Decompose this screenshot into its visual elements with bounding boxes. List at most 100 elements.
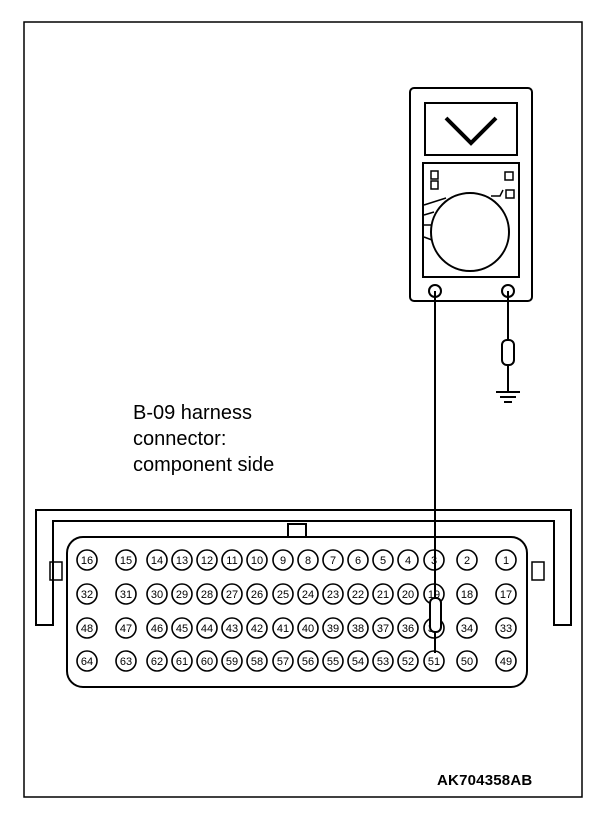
pin-57 [272,650,294,672]
pin-8 [297,549,319,571]
pin-number: 17 [500,589,512,601]
pin-number: 12 [201,555,213,567]
pin-number: 52 [402,656,414,668]
pin-39 [322,617,344,639]
pin-55 [322,650,344,672]
pin-14 [146,549,168,571]
pin-number: 63 [120,656,132,668]
pin-48 [76,617,98,639]
pin-number: 20 [402,589,414,601]
pin-63 [115,650,137,672]
pin-number: 22 [352,589,364,601]
pin-number: 13 [176,555,188,567]
connector-label-line: B-09 harness [133,402,252,424]
pin-2 [456,549,478,571]
pin-58 [246,650,268,672]
pin-number: 44 [201,623,213,635]
pin-number: 62 [151,656,163,668]
pin-43 [221,617,243,639]
pin-13 [171,549,193,571]
pin-number: 46 [151,623,163,635]
pin-46 [146,617,168,639]
pin-number: 11 [226,555,237,567]
pin-4 [397,549,419,571]
pin-number: 42 [251,623,263,635]
pin-49 [495,650,517,672]
pin-36 [397,617,419,639]
pin-number: 57 [277,656,289,668]
pin-number: 38 [352,623,364,635]
probe-tip-icon [429,597,442,633]
voltmeter-display-v-icon [444,116,498,146]
pin-number: 10 [251,555,263,567]
pin-number: 33 [500,623,512,635]
pin-number: 27 [226,589,238,601]
pin-number: 50 [461,656,473,668]
meter-dial-panel [422,162,520,278]
pin-41 [272,617,294,639]
pin-62 [146,650,168,672]
pin-11 [221,549,243,571]
pin-number: 23 [327,589,339,601]
pin-number: 34 [461,623,473,635]
pin-number: 30 [151,589,163,601]
pin-number: 32 [81,589,93,601]
meter-display [424,102,518,156]
pin-28 [196,583,218,605]
pin-number: 41 [277,623,289,635]
pin-number: 39 [327,623,339,635]
pin-22 [347,583,369,605]
pin-number: 21 [377,589,389,601]
pin-15 [115,549,137,571]
pin-34 [456,617,478,639]
pin-31 [115,583,137,605]
pin-number: 24 [302,589,314,601]
connector-label-line: connector: [133,428,227,450]
pin-number: 43 [226,623,238,635]
pin-47 [115,617,137,639]
pin-20 [397,583,419,605]
pin-number: 15 [120,555,132,567]
pin-number: 53 [377,656,389,668]
connector-label: B-09 harness connector: component side [133,400,274,478]
pin-50 [456,650,478,672]
pin-10 [246,549,268,571]
pin-17 [495,583,517,605]
pin-21 [372,583,394,605]
pin-7 [322,549,344,571]
pin-42 [246,617,268,639]
pin-1 [495,549,517,571]
pin-54 [347,650,369,672]
pin-53 [372,650,394,672]
ground-lead [496,291,520,403]
pin-59 [221,650,243,672]
pin-60 [196,650,218,672]
multimeter [409,87,533,302]
pin-number: 55 [327,656,339,668]
pin-44 [196,617,218,639]
pin-61 [171,650,193,672]
pin-number: 37 [377,623,389,635]
pin-9 [272,549,294,571]
pin-40 [297,617,319,639]
pin-number: 26 [251,589,263,601]
ground-symbol-icon [496,391,520,403]
meter-dial [430,192,510,272]
pin-29 [171,583,193,605]
probe-lead [429,291,442,653]
pin-number: 54 [352,656,364,668]
pin-23 [322,583,344,605]
figure-code: AK704358AB [437,772,533,789]
pin-24 [297,583,319,605]
pin-38 [347,617,369,639]
pin-number: 4 [405,555,411,567]
pin-number: 49 [500,656,512,668]
pin-56 [297,650,319,672]
pin-number: 64 [81,656,93,668]
pin-33 [495,617,517,639]
pin-32 [76,583,98,605]
pin-number: 45 [176,623,188,635]
pin-number: 40 [302,623,314,635]
